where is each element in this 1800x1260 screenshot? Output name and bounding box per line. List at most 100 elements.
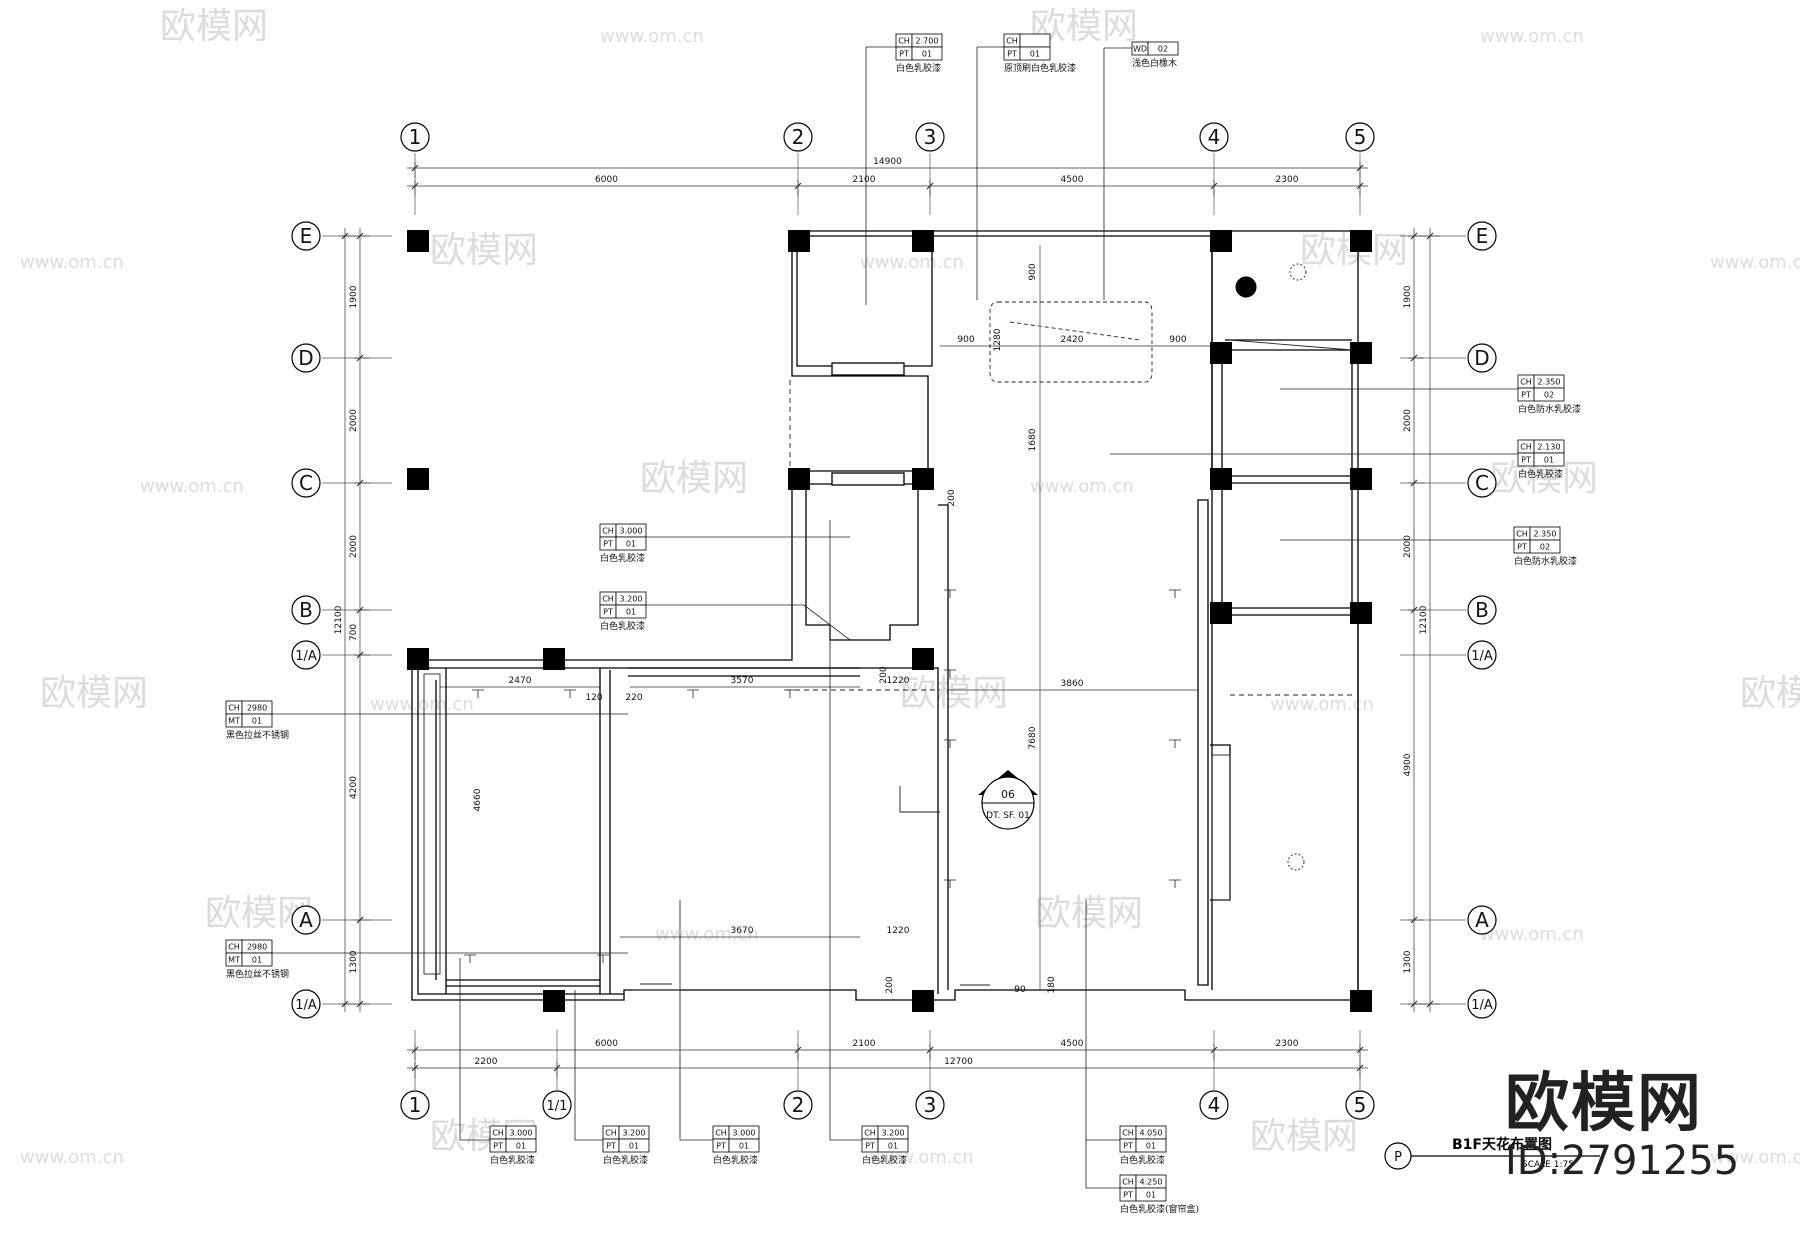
dimension-label: 2000 <box>349 535 359 558</box>
tag-description: 白色防水乳胶漆 <box>1514 555 1577 567</box>
watermark-brand-text: 欧模网 <box>1740 673 1800 714</box>
light-fixture-mark <box>472 689 484 698</box>
tag-description: 白色乳胶漆 <box>600 552 645 564</box>
tag-key: CH <box>1006 37 1018 46</box>
tag-key: CH <box>605 1129 617 1138</box>
dimension-label: 6000 <box>595 175 618 185</box>
tag-value: 02 <box>1540 543 1550 552</box>
watermark-site-text: www.om.cn <box>1270 694 1374 715</box>
section-tag-number: 06 <box>1001 788 1015 801</box>
tag-key: WD <box>1133 45 1147 54</box>
structural-column <box>1210 468 1232 490</box>
watermark-id: ID:2791255 <box>1505 1138 1740 1184</box>
section-tag-sheet: DT. SF. 01 <box>986 811 1030 821</box>
dimension-label: 2300 <box>1276 1039 1299 1049</box>
structural-column <box>1210 602 1232 624</box>
tag-value: 2.350 <box>1538 378 1561 387</box>
structural-column <box>1350 468 1372 490</box>
watermark-site-text: www.om.cn <box>860 252 964 273</box>
tag-description: 白色防水乳胶漆 <box>1518 403 1581 415</box>
axis-bubble <box>542 1090 572 1120</box>
tag-description: 白色乳胶漆 <box>713 1154 758 1166</box>
watermark-brand-text: 欧模网 <box>430 230 538 271</box>
watermark-brand-text: 欧模网 <box>160 6 268 47</box>
column-layer <box>407 230 1372 1012</box>
watermark-site-text: www.om.cn <box>1480 26 1584 47</box>
tag-key: PT <box>603 608 613 617</box>
tag-description: 白色乳胶漆 <box>1518 468 1563 480</box>
light-fixture-mark <box>784 689 796 698</box>
tag-key: CH <box>228 704 240 713</box>
tag-value: 3.000 <box>620 527 643 536</box>
tag-key: PT <box>1123 1191 1133 1200</box>
axis-bubble <box>915 1090 945 1120</box>
watermark-site-text: www.om.cn <box>1480 924 1584 945</box>
watermark-brand-text: 欧模网 <box>640 458 748 499</box>
tag-value: 2980 <box>247 704 267 713</box>
structural-column <box>407 230 429 252</box>
dimension-label: 3860 <box>1061 679 1084 689</box>
light-fixture-mark <box>944 739 956 748</box>
tag-key: CH <box>602 595 614 604</box>
tag-key: CH <box>715 1129 727 1138</box>
watermark-brand-text: 欧模网 <box>1250 1116 1358 1157</box>
dimension-label: 4500 <box>1061 1039 1084 1049</box>
tag-value: 01 <box>252 717 262 726</box>
tag-value: 01 <box>626 608 636 617</box>
tag-key: CH <box>898 37 910 46</box>
tag-description: 白色乳胶漆 <box>600 620 645 632</box>
axis-bubble <box>1467 343 1497 373</box>
structural-column <box>1210 342 1232 364</box>
tag-key: PT <box>493 1142 503 1151</box>
light-fixture-mark <box>687 689 699 698</box>
structural-column <box>1350 602 1372 624</box>
tag-key: PT <box>606 1142 616 1151</box>
dimension-label: 1220 <box>887 926 910 936</box>
axis-bubble <box>783 1090 813 1120</box>
watermark-site-text: www.om.cn <box>20 1147 124 1168</box>
section-tag: 06 DT. SF. 01 <box>978 770 1038 830</box>
light-fixture-mark <box>564 689 576 698</box>
axis-label: 2 <box>792 125 805 149</box>
tag-key: CH <box>1122 1178 1134 1187</box>
watermark-brand-text: 欧模网 <box>900 673 1008 714</box>
tag-value: 3.000 <box>733 1129 756 1138</box>
axis-bubble <box>1467 221 1497 251</box>
tag-value: 01 <box>1544 456 1554 465</box>
axis-bubble <box>1467 468 1497 498</box>
leader-layer <box>272 46 1518 1189</box>
watermark-block: 欧模网 ID:2791255 <box>1505 1070 1739 1184</box>
dimension-label: 7680 <box>1028 726 1038 749</box>
axis-bubble <box>1199 1090 1229 1120</box>
axis-label: 5 <box>1354 125 1367 149</box>
dimension-label: 4500 <box>1061 175 1084 185</box>
axis-label: A <box>299 908 313 932</box>
light-fixture-mark <box>944 669 956 678</box>
dimension-label: 2000 <box>1403 409 1413 432</box>
structural-column <box>543 990 565 1012</box>
axis-bubble <box>783 122 813 152</box>
axis-label: D <box>1474 346 1489 370</box>
axis-label: 1/1 <box>547 1099 568 1114</box>
axis-label: 3 <box>924 1093 937 1117</box>
axis-bubble <box>1345 122 1375 152</box>
axis-bubble <box>291 640 321 670</box>
dimension-label: 3670 <box>731 926 754 936</box>
axis-label: 1/A <box>295 998 317 1013</box>
axis-label: 4 <box>1208 1093 1221 1117</box>
tag-key: MT <box>228 717 240 726</box>
tag-key: PT <box>603 540 613 549</box>
tag-key: CH <box>228 943 240 952</box>
tag-key: CH <box>1520 443 1532 452</box>
structural-column <box>912 990 934 1012</box>
dimension-label: 2420 <box>1061 335 1084 345</box>
tag-description: 浅色白橡木 <box>1132 57 1177 69</box>
